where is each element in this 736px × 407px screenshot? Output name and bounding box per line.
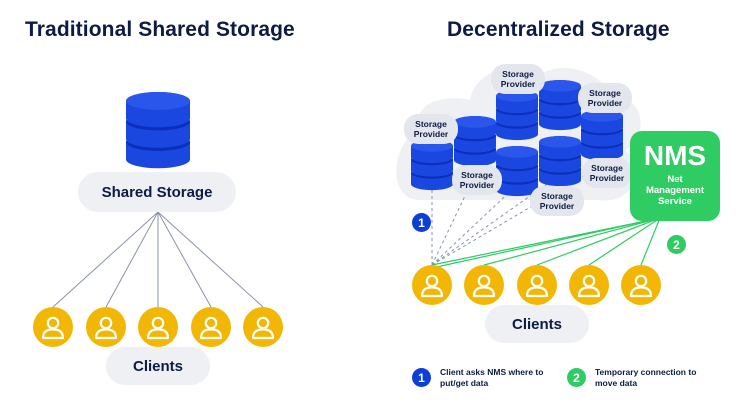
decentralized-storage-title: Decentralized Storage [447,18,670,41]
connection-line [105,211,159,308]
connection-line [52,211,159,308]
nms-connection-line [588,217,661,266]
right-clients-label: Clients [485,305,589,343]
database-group [126,80,623,197]
provider-database-icon [539,136,581,187]
nms-connection-lines [431,217,661,269]
nms-title: NMS [643,140,707,171]
client-avatar-icon [412,265,452,305]
client-avatar-icon [569,265,609,305]
connection-line [157,211,212,308]
step-1-badge: 1 [412,213,431,232]
nms-connection-line [640,217,661,266]
legend-1-badge: 1 [412,368,431,387]
client-avatar-icon [464,265,504,305]
provider-database-icon [454,116,496,167]
shared-storage-database-icon [126,92,190,169]
right-clients-text: Clients [511,315,562,333]
client-avatar-icon [191,307,231,347]
provider-database-icon [496,90,538,141]
client-avatar-icon [86,307,126,347]
nms-connection-line [483,217,661,266]
provider-database-icon [411,140,453,191]
traditional-storage-title: Traditional Shared Storage [25,18,295,41]
client-avatar-icon [517,265,557,305]
client-avatar-icon [33,307,73,347]
connection-line [157,211,264,308]
legend-2-badge: 2 [567,368,586,387]
nms-connection-line [431,217,661,269]
client-avatar-icon [243,307,283,347]
shared-storage-text: Shared Storage [101,183,213,201]
nms-connection-line [536,217,661,266]
shared-storage-label: Shared Storage [78,172,236,212]
step-2-badge: 2 [667,235,686,254]
provider-database-icon [496,146,538,197]
dashed-connection-line [431,184,518,266]
provider-database-icon [539,80,581,131]
dashed-connection-line [431,174,561,266]
dashed-connection-line [431,174,476,266]
left-clients-label: Clients [106,347,210,385]
provider-database-icon [581,110,623,161]
client-avatar-icon [138,307,178,347]
nms-box: NMS Net Management Service [630,131,720,221]
left-clients-text: Clients [132,357,183,375]
client-avatar-icon [621,265,661,305]
client-group [33,265,661,347]
left-connection-lines [52,211,264,308]
nms-subtitle: Net Management Service [645,174,705,207]
